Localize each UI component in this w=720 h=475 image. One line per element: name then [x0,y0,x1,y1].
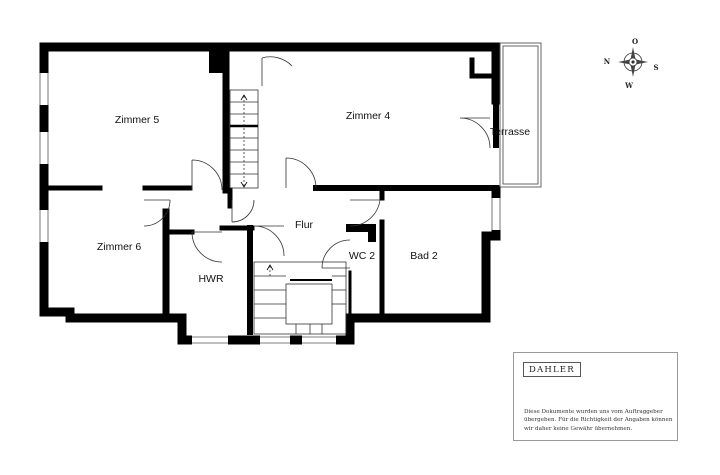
terrace-outline [499,42,542,188]
door-swings [143,56,491,269]
room-labels: Zimmer 5 Zimmer 4 Terrasse Zimmer 6 Flur… [97,110,530,285]
room-label-hwr: HWR [198,273,223,285]
compass-rose-icon: N O S W [604,37,659,90]
room-label-zimmer6: Zimmer 6 [97,241,141,253]
disclaimer-box: DAHLER Diese Dokumente wurden uns vom Au… [513,352,678,441]
interior-walls [45,44,499,335]
stairs-upper [229,89,259,189]
room-label-zimmer5: Zimmer 5 [115,114,159,126]
room-label-flur: Flur [295,219,314,231]
compass-west: W [624,81,633,90]
outer-walls [39,42,501,345]
disclaimer-text: Diese Dokumente wurden uns vom Auftragge… [524,409,673,432]
compass-south: S [653,63,658,72]
room-label-zimmer4: Zimmer 4 [346,110,390,122]
windows [38,73,502,346]
room-label-terrasse: Terrasse [490,126,530,138]
room-label-wc2: WC 2 [349,250,375,262]
compass-east: O [632,37,638,46]
compass-north: N [604,57,611,66]
stairs-lower [253,261,347,335]
brand-logo: DAHLER [523,362,581,377]
room-label-bad2: Bad 2 [410,250,438,262]
